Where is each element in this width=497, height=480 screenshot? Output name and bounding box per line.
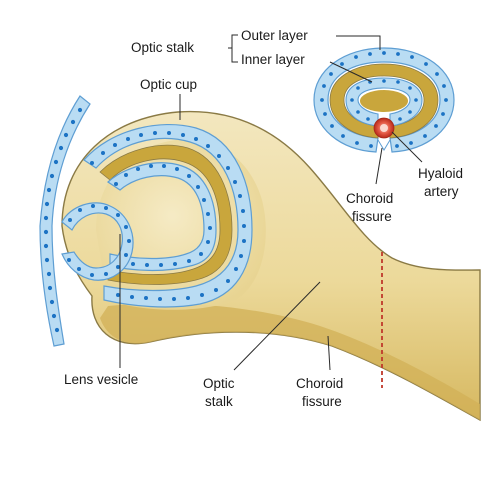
label-choroid-top-1: Choroid xyxy=(346,191,393,206)
label-choroid-bottom-1: Choroid xyxy=(296,376,343,391)
label-choroid-top-2: fissure xyxy=(352,209,392,224)
label-hyaloid-1: Hyaloid xyxy=(418,166,463,181)
label-outer-layer: Outer layer xyxy=(241,28,308,43)
lens-vesicle xyxy=(61,202,134,281)
labels: Optic stalk Outer layer Inner layer Opti… xyxy=(64,28,463,409)
label-optic-stalk-bottom-2: stalk xyxy=(205,394,233,409)
surface-ectoderm xyxy=(39,95,91,347)
label-optic-stalk-bottom-1: Optic xyxy=(203,376,235,391)
label-lens-vesicle: Lens vesicle xyxy=(64,372,138,387)
cross-section-inset xyxy=(313,47,455,153)
label-optic-cup: Optic cup xyxy=(140,77,197,92)
label-choroid-bottom-2: fissure xyxy=(302,394,342,409)
label-inner-layer: Inner layer xyxy=(241,52,305,67)
label-hyaloid-2: artery xyxy=(424,184,459,199)
leader-lines xyxy=(119,34,423,371)
label-optic-stalk-top: Optic stalk xyxy=(131,40,194,55)
